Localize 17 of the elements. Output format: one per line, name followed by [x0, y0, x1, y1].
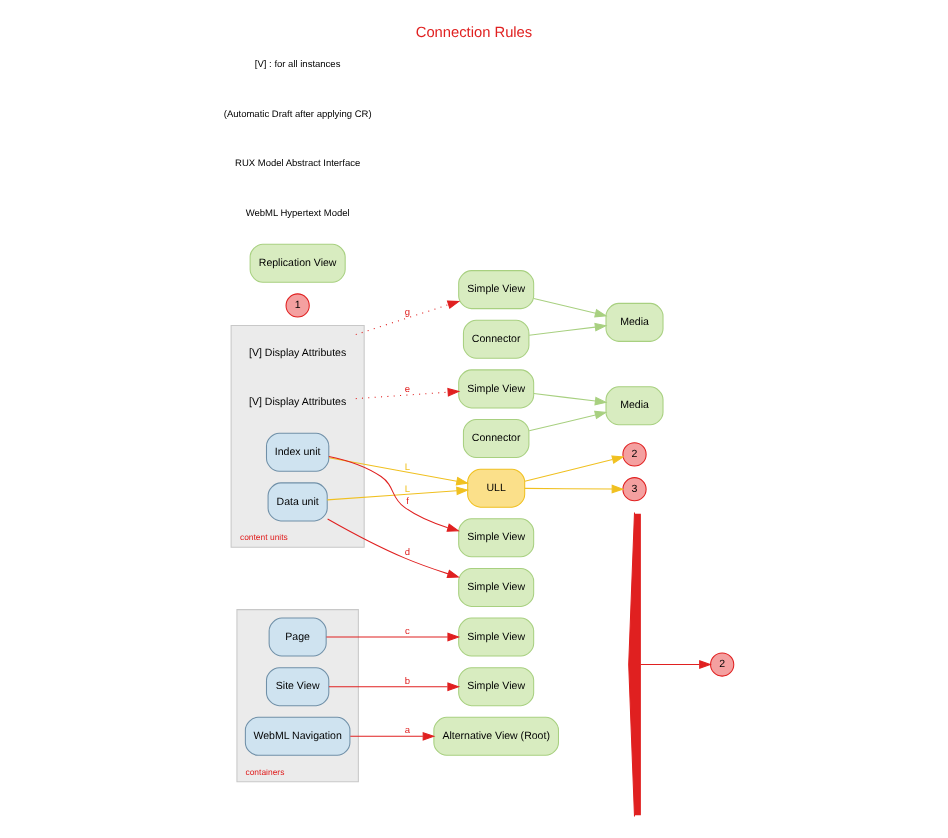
- arrow: [533, 297, 608, 318]
- arrow: [524, 484, 625, 494]
- arrow: [528, 410, 608, 432]
- arrow: [640, 660, 712, 669]
- arrow: [355, 300, 461, 336]
- arrow: [328, 682, 461, 692]
- arrow: [533, 392, 608, 406]
- arrow: [328, 455, 460, 532]
- arrow: [355, 387, 461, 400]
- arrow: [328, 457, 469, 486]
- arrow: [325, 632, 461, 642]
- arrow: [327, 518, 460, 578]
- arrow: [326, 486, 470, 501]
- node-brace: [628, 511, 641, 818]
- arrow: [528, 322, 608, 336]
- arrow: [349, 731, 436, 741]
- arrow: [524, 455, 625, 482]
